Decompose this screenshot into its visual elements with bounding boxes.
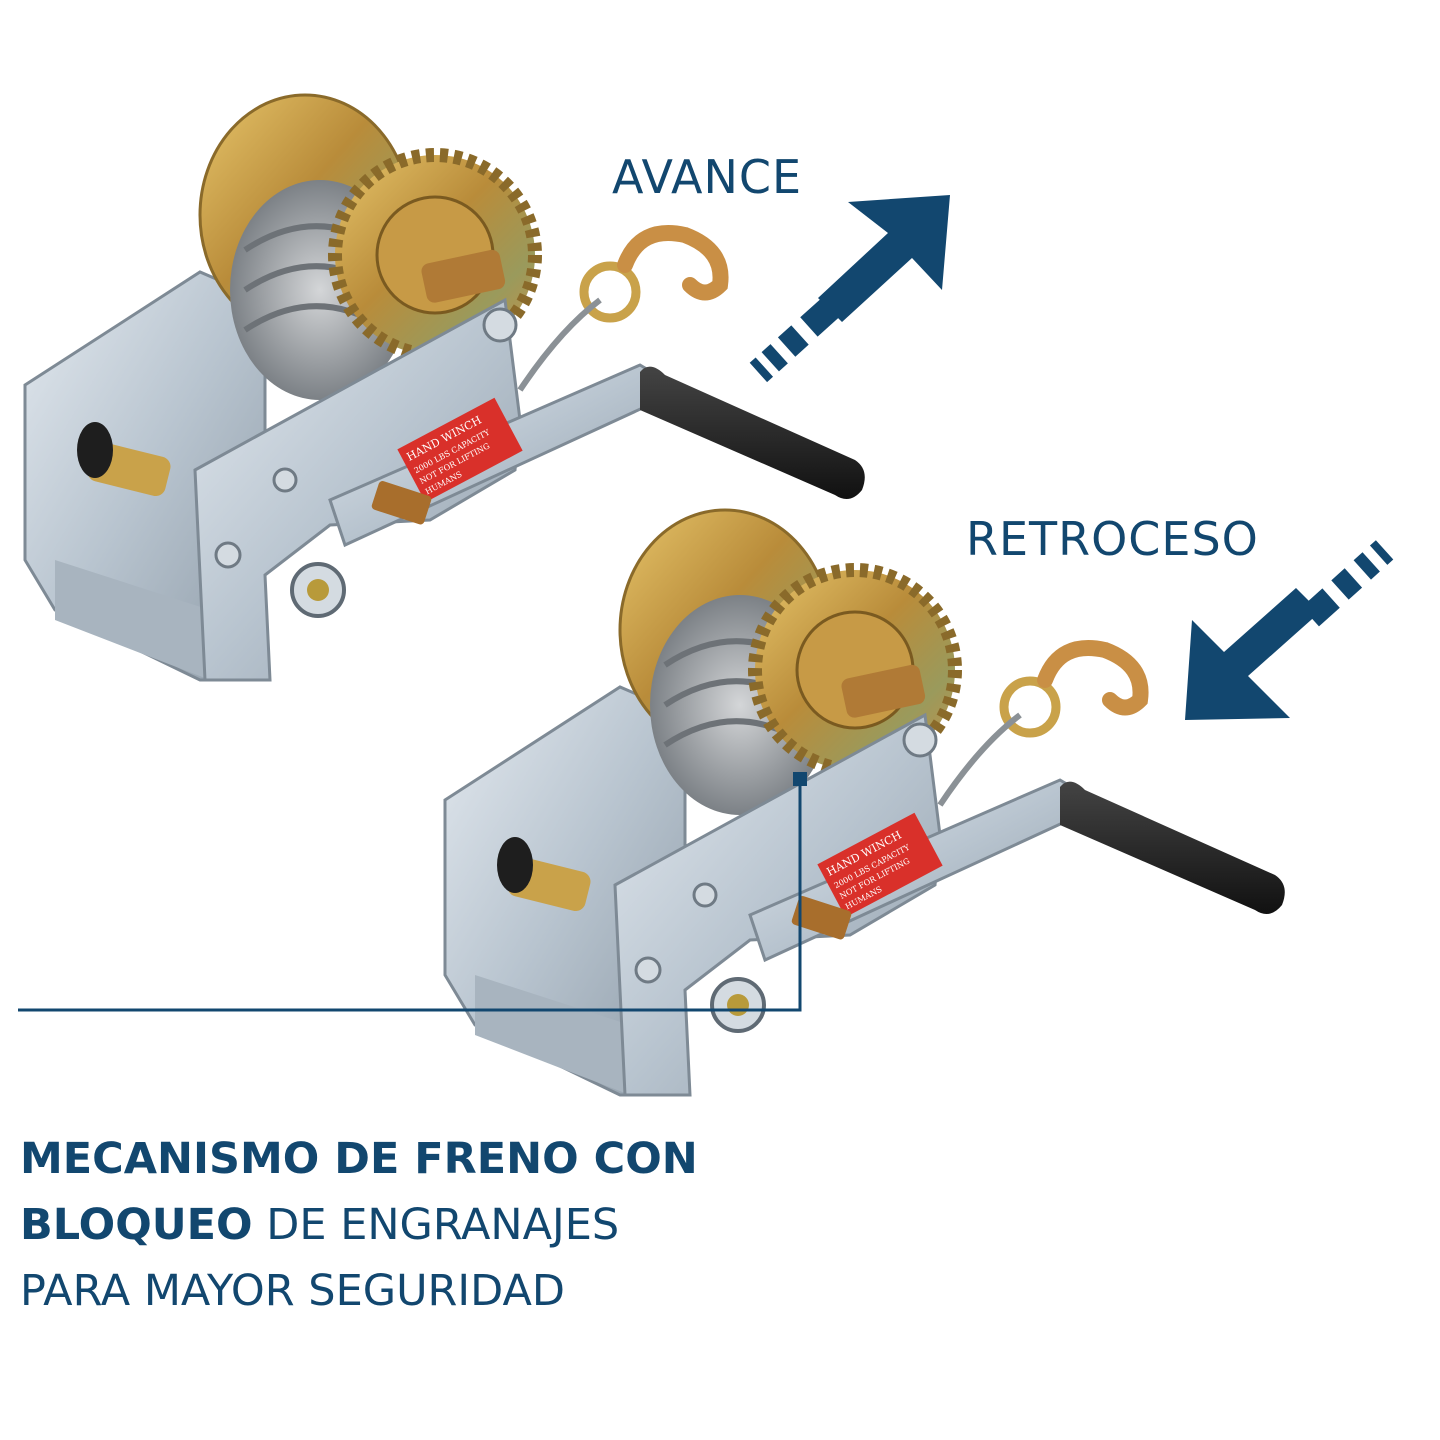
winch-base-floor xyxy=(475,975,630,1095)
winch-base-floor xyxy=(55,560,210,680)
forward-arrow-icon xyxy=(749,195,950,383)
crank-handle xyxy=(640,366,865,499)
caption-line-3: PARA MAYOR SEGURIDAD xyxy=(20,1266,565,1316)
hook xyxy=(617,225,729,301)
callout-line xyxy=(18,772,807,1012)
hook-ring xyxy=(579,261,641,323)
caption-bold-word: BLOQUEO xyxy=(20,1200,253,1250)
caption-line-1: MECANISMO DE FRENO CON xyxy=(20,1134,698,1184)
winch-forward: HAND WINCH 2000 LBS CAPACITY NOT FOR LIF… xyxy=(23,93,865,682)
winch-reverse: HAND WINCH 2000 LBS CAPACITY NOT FOR LIF… xyxy=(443,508,1285,1097)
capacity-plate xyxy=(397,397,523,503)
caption-line-2: BLOQUEO DE ENGRANAJES xyxy=(20,1192,698,1258)
caption-line-2-rest: DE ENGRANAJES xyxy=(252,1200,620,1250)
nut xyxy=(214,541,242,569)
hook-ring xyxy=(999,676,1061,738)
reverse-label: RETROCESO xyxy=(966,512,1259,566)
reverse-arrow-icon xyxy=(1185,540,1394,720)
nut xyxy=(634,956,662,984)
nut xyxy=(692,882,718,908)
advance-label: AVANCE xyxy=(612,150,803,204)
caption: MECANISMO DE FRENO CON BLOQUEO DE ENGRAN… xyxy=(20,1126,698,1324)
capacity-plate xyxy=(817,812,943,918)
crank-handle xyxy=(1060,781,1285,914)
nut xyxy=(482,307,518,343)
nut xyxy=(902,722,938,758)
hook xyxy=(1037,640,1149,716)
nut xyxy=(272,467,298,493)
